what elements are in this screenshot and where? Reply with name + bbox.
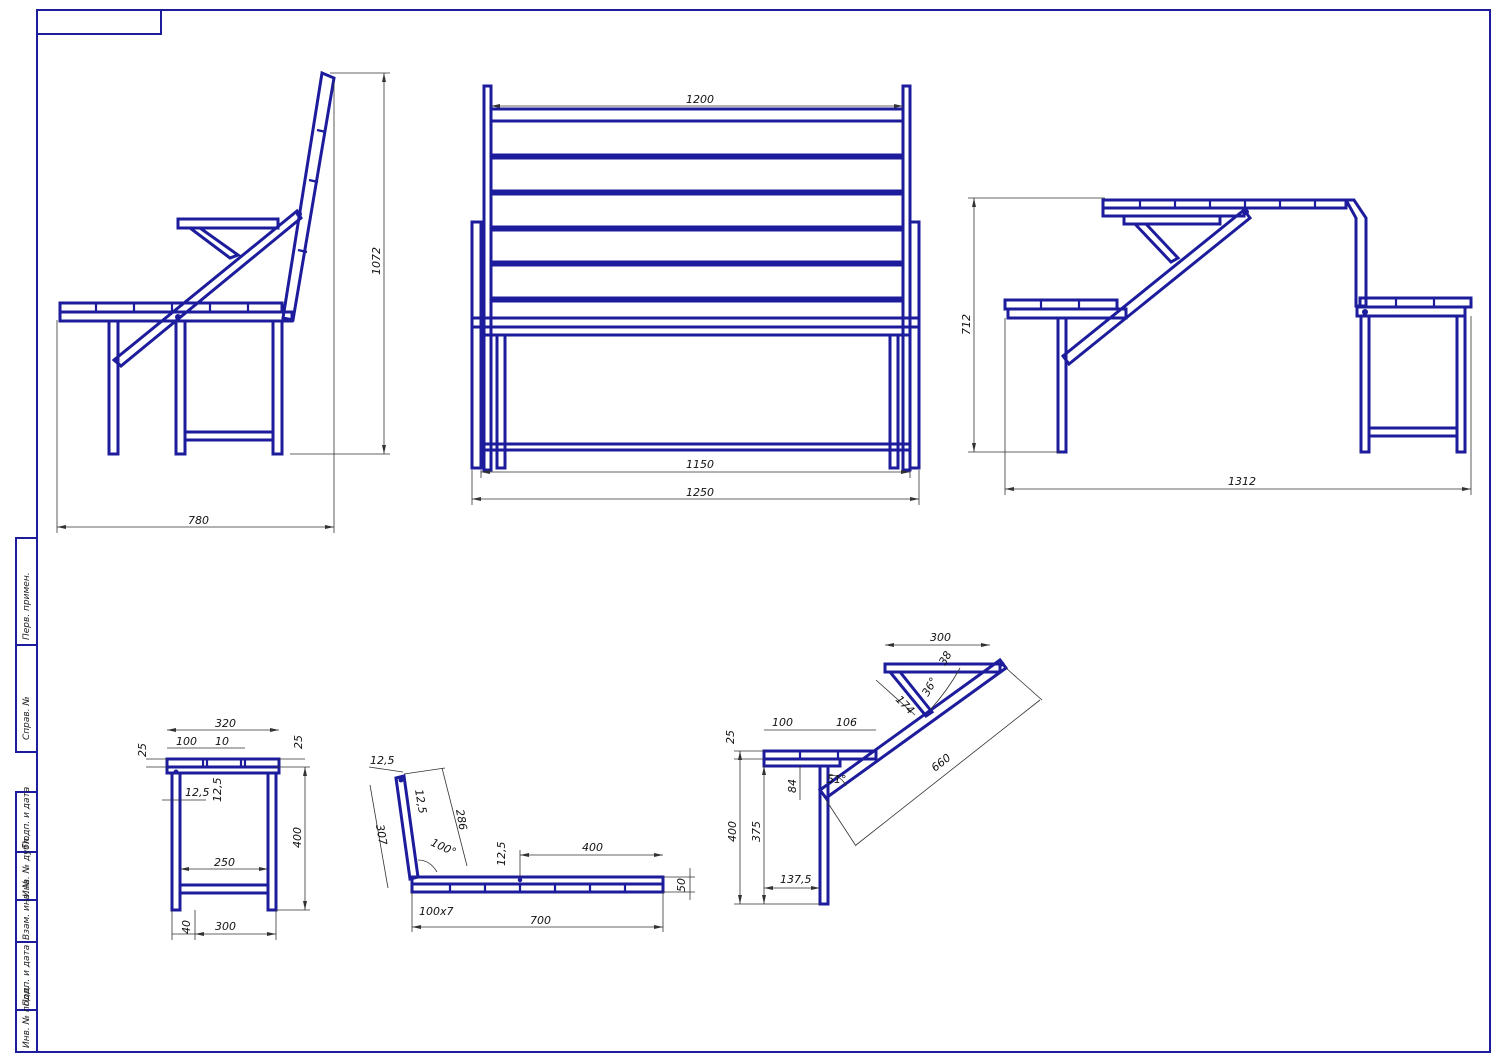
dim-arm-angle2: 51° [827,773,847,786]
dim-arm-slat1: 100 [772,716,793,729]
dim-back-total: 700 [530,914,551,927]
dim-back-slats: 100x7 [419,905,454,918]
dim-leg-thick-left: 25 [136,743,149,757]
dim-table-height: 712 [960,314,973,335]
stamp-vzam-inv: Взам. инв. № [22,879,32,940]
side-view: 780 1072 [56,70,390,533]
dim-arm-thick: 25 [724,730,737,744]
dim-arm-h375: 375 [750,821,763,842]
stamp-sprav: Справ. № [22,696,32,740]
dim-arm-h400: 400 [726,821,739,842]
dim-leg-thick-right: 25 [292,735,305,749]
stamp-perv-primen: Перв. примен. [22,572,32,640]
dim-leg-gap: 10 [215,735,229,748]
back-detail: 12,5 12,5 307 286 100° 12,5 400 50 100x7… [368,754,695,932]
dim-front-top: 1200 [686,93,714,106]
dim-arm-slat2: 106 [836,716,857,729]
dim-arm-h84: 84 [786,779,799,793]
arm-detail: 300 38 36° 174 660 100 106 25 84 51° 400… [724,631,1043,906]
dim-leg-off2: 12,5 [211,778,224,803]
dim-front-bottom: 1150 [686,458,714,471]
front-view: 1200 1150 1250 [470,84,921,505]
dim-front-overall: 1250 [686,486,714,499]
dim-leg-inner: 250 [214,856,235,869]
dim-back-angle: 100° [429,836,459,859]
leg-detail: 320 100 10 25 25 12,5 12,5 400 250 300 4… [136,717,310,940]
stamp-text: Перв. примен. Справ. № Подп. и дата Инв.… [22,572,32,1048]
stamp-inv-dubl: Инв. № дубл. [22,835,32,897]
dim-arm-off: 137,5 [780,873,812,886]
dim-back-mid: 12,5 [495,842,508,867]
dim-side-height: 1072 [370,247,383,275]
dim-table-width: 1312 [1228,475,1256,488]
stamp-podp-data-1: Подп. и дата [22,787,32,848]
dim-leg-off1: 12,5 [185,786,210,799]
dim-back-thick: 50 [675,878,688,892]
table-view: 712 1312 [960,197,1473,495]
dim-side-width: 780 [188,514,209,527]
dim-leg-slat1: 100 [176,735,197,748]
dim-leg-top: 320 [215,717,236,730]
dim-leg-base: 300 [215,920,236,933]
dim-arm-small: 38 [936,649,954,668]
dim-back-inner: 286 [453,808,469,831]
dim-back-span: 400 [582,841,603,854]
dim-back-len: 307 [373,823,389,846]
dim-leg-height: 400 [291,827,304,848]
dim-arm-top: 300 [930,631,951,644]
stamp-podp-data-2: Подп. и дата [22,945,32,1006]
dim-back-side: 12,5 [412,788,429,814]
stamp-inv-podl: Инв. № подл. [22,986,32,1048]
dim-back-top: 12,5 [370,754,395,767]
dim-leg-foot: 40 [180,920,193,934]
sheet-frame [15,9,1491,1053]
dim-arm-angle1: 36° [919,675,940,698]
